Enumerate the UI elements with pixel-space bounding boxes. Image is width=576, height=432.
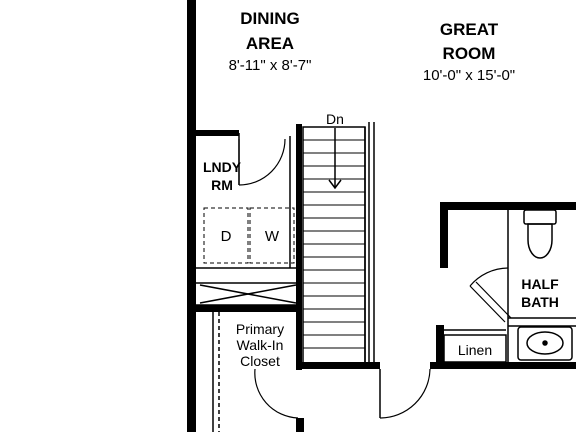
closet-name-line1: Primary: [236, 321, 284, 337]
great-room-name-line1: GREAT: [440, 20, 499, 39]
dining-dimensions: 8'-11" x 8'-7": [229, 57, 312, 74]
laundry-name-line1: LNDY: [203, 159, 242, 175]
half-bath-name-line2: BATH: [521, 294, 559, 310]
great-room-name-line2: ROOM: [443, 44, 496, 63]
washer-label: W: [265, 228, 280, 245]
laundry-name-line2: RM: [211, 177, 233, 193]
washer-dryer: [203, 207, 295, 264]
half-bath-name-line1: HALF: [521, 276, 559, 292]
closet-name-line3: Closet: [240, 353, 280, 369]
toilet-icon: [523, 209, 557, 259]
linen-label: Linen: [458, 342, 492, 358]
closet-name-line2: Walk-In: [237, 337, 284, 353]
stairs-direction-label: Dn: [326, 111, 344, 127]
sink-icon: [517, 326, 573, 361]
staircase: [298, 122, 375, 364]
dryer-label: D: [221, 228, 232, 245]
great-room-dimensions: 10'-0" x 15'-0": [423, 67, 515, 84]
dining-name-line2: AREA: [246, 34, 294, 53]
labels: DINING AREA 8'-11" x 8'-7" GREAT ROOM 10…: [203, 9, 559, 369]
door-swings: [238, 138, 512, 419]
dining-name-line1: DINING: [240, 9, 300, 28]
partitions: [196, 133, 576, 432]
